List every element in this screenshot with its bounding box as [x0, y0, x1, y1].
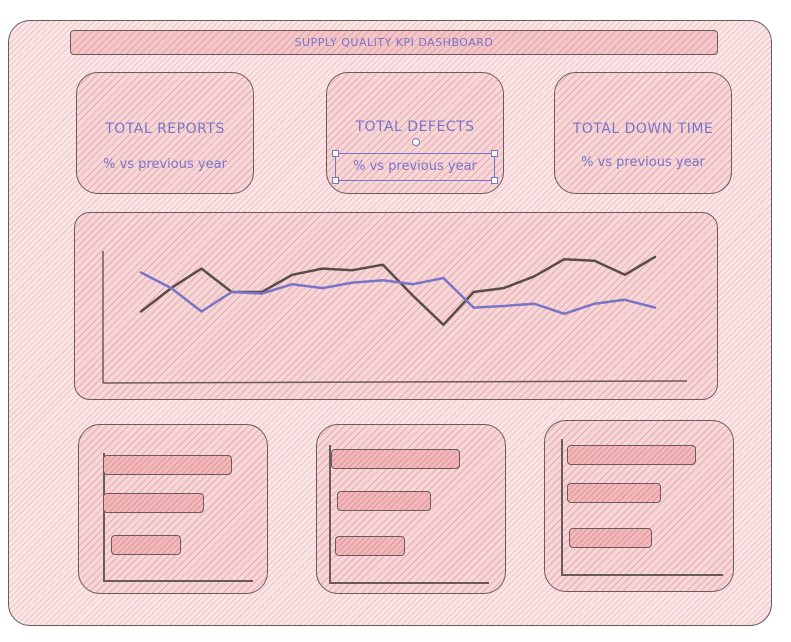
resize-handle-bottom-right[interactable]	[491, 177, 498, 184]
bar-chart-2-x-axis	[329, 582, 489, 584]
bar-chart-1-x-axis	[103, 580, 253, 582]
line-chart-panel[interactable]	[74, 212, 718, 400]
kpi-card-total-down-time[interactable]: TOTAL DOWN TIME % vs previous year	[554, 72, 732, 194]
bar-chart-3-y-axis	[561, 439, 563, 575]
bar-chart-2-bar[interactable]	[335, 536, 405, 556]
resize-handle-bottom-left[interactable]	[332, 177, 339, 184]
bar-chart-panel-3[interactable]	[544, 420, 734, 592]
bar-chart-3-x-axis	[561, 574, 723, 576]
dashboard-title: SUPPLY QUALITY KPI DASHBOARD	[294, 36, 494, 49]
bar-chart-2-y-axis	[329, 445, 331, 583]
bar-chart-3-bar[interactable]	[567, 445, 696, 465]
bar-chart-3-bar[interactable]	[567, 483, 661, 503]
line-series-dark	[139, 255, 657, 327]
rotate-handle[interactable]	[412, 138, 420, 146]
bar-chart-3-bar[interactable]	[569, 528, 652, 548]
line-chart-x-axis	[102, 380, 688, 384]
kpi-subtitle-total-reports: % vs previous year	[103, 157, 227, 172]
kpi-title-total-reports: TOTAL REPORTS	[105, 121, 225, 137]
resize-handle-top-left[interactable]	[332, 150, 339, 157]
line-series-blue	[139, 271, 657, 316]
header-bar[interactable]: SUPPLY QUALITY KPI DASHBOARD	[70, 30, 718, 55]
bar-chart-2-bar[interactable]	[337, 491, 431, 511]
bar-chart-1-bar[interactable]	[103, 493, 204, 513]
kpi-card-total-reports[interactable]: TOTAL REPORTS % vs previous year	[76, 72, 254, 194]
kpi-subtitle-total-defects: % vs previous year	[353, 159, 477, 174]
selection-box[interactable]	[332, 138, 498, 184]
bar-chart-panel-2[interactable]	[316, 424, 506, 594]
bar-chart-1-y-axis	[103, 453, 105, 581]
kpi-subtitle-total-down-time: % vs previous year	[581, 155, 705, 170]
resize-handle-top-right[interactable]	[491, 150, 498, 157]
bar-chart-1-bar[interactable]	[111, 535, 181, 555]
bar-chart-panel-1[interactable]	[78, 424, 268, 594]
bar-chart-2-bar[interactable]	[331, 449, 460, 469]
kpi-title-total-down-time: TOTAL DOWN TIME	[572, 121, 714, 137]
bar-chart-1-bar[interactable]	[103, 455, 232, 475]
line-chart-svg	[102, 251, 688, 384]
kpi-title-total-defects: TOTAL DEFECTS	[355, 119, 475, 135]
kpi-card-total-defects[interactable]: TOTAL DEFECTS % vs previous year	[326, 72, 504, 194]
